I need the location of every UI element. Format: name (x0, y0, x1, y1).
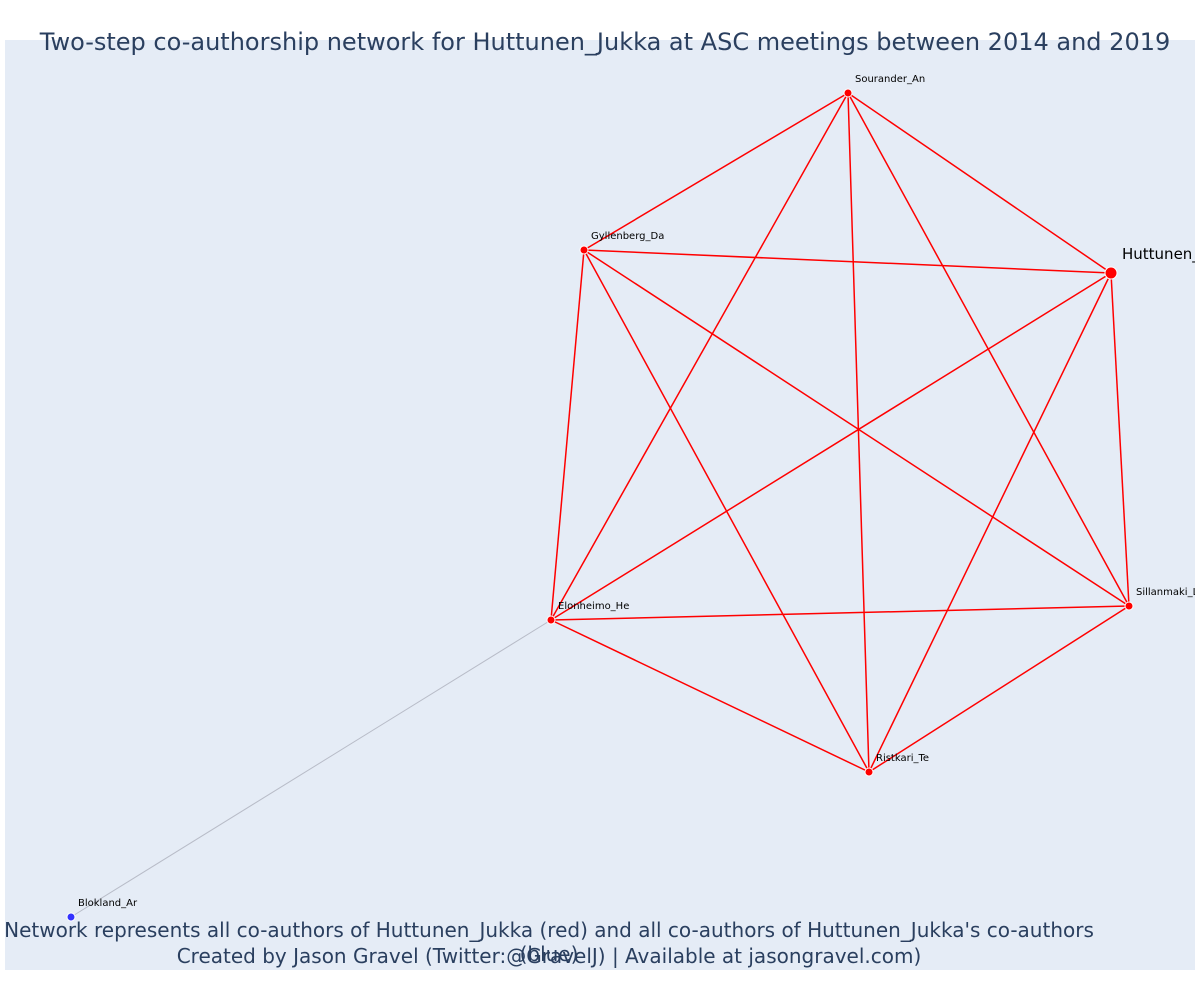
node-label-blokland-ar: Blokland_Ar (78, 898, 138, 909)
edge-huttunen-jukka-sillanmaki-la (1110, 272, 1130, 607)
edge-huttunen-jukka-gyllenberg-da (583, 249, 1112, 274)
node-blokland-ar[interactable] (66, 912, 76, 922)
node-ristkari-te[interactable] (864, 767, 874, 777)
node-label-elonheimo-he: Elonheimo_He (558, 601, 629, 612)
node-label-gyllenberg-da: Gyllenberg_Da (591, 231, 664, 242)
nodes-layer (66, 88, 1134, 922)
edge-elonheimo-he-sillanmaki-la (550, 605, 1130, 621)
labels-layer: Huttunen_ Sourander_AnGyllenberg_DaElonhe… (78, 74, 1200, 909)
node-huttunen-jukka[interactable] (1104, 266, 1118, 280)
edge-sourander-an-sillanmaki-la (847, 92, 1130, 607)
node-gyllenberg-da[interactable] (579, 245, 589, 255)
node-sillanmaki-la[interactable] (1124, 601, 1134, 611)
node-label-ristkari-te: Ristkari_Te (876, 753, 929, 764)
chart-title: Two-step co-authorship network for Huttu… (39, 28, 1171, 56)
edge-elonheimo-he-ristkari-te (550, 619, 870, 773)
node-elonheimo-he[interactable] (546, 615, 556, 625)
edge-huttunen-jukka-sourander-an (847, 92, 1112, 274)
node-label-sourander-an: Sourander_An (855, 74, 925, 85)
edge-gyllenberg-da-elonheimo-he (550, 249, 585, 621)
node-label-huttunen-jukka: Huttunen_ (1122, 245, 1200, 264)
edge-sourander-an-elonheimo-he (550, 92, 849, 621)
caption-description: Network represents all co-authors of Hut… (4, 918, 1094, 966)
edge-gyllenberg-da-sillanmaki-la (583, 249, 1130, 607)
edge-sourander-an-ristkari-te (847, 92, 870, 773)
edges-layer (70, 92, 1130, 918)
edge-elonheimo-he-blokland-ar (70, 619, 552, 918)
edge-huttunen-jukka-ristkari-te (868, 272, 1112, 773)
node-sourander-an[interactable] (843, 88, 853, 98)
edge-huttunen-jukka-elonheimo-he (550, 272, 1112, 621)
node-label-sillanmaki-la: Sillanmaki_La (1136, 587, 1200, 598)
edge-sourander-an-gyllenberg-da (583, 92, 849, 251)
edge-sillanmaki-la-ristkari-te (868, 605, 1130, 773)
caption-credit: Created by Jason Gravel (Twitter:@Gravel… (176, 944, 922, 968)
edge-gyllenberg-da-ristkari-te (583, 249, 870, 773)
